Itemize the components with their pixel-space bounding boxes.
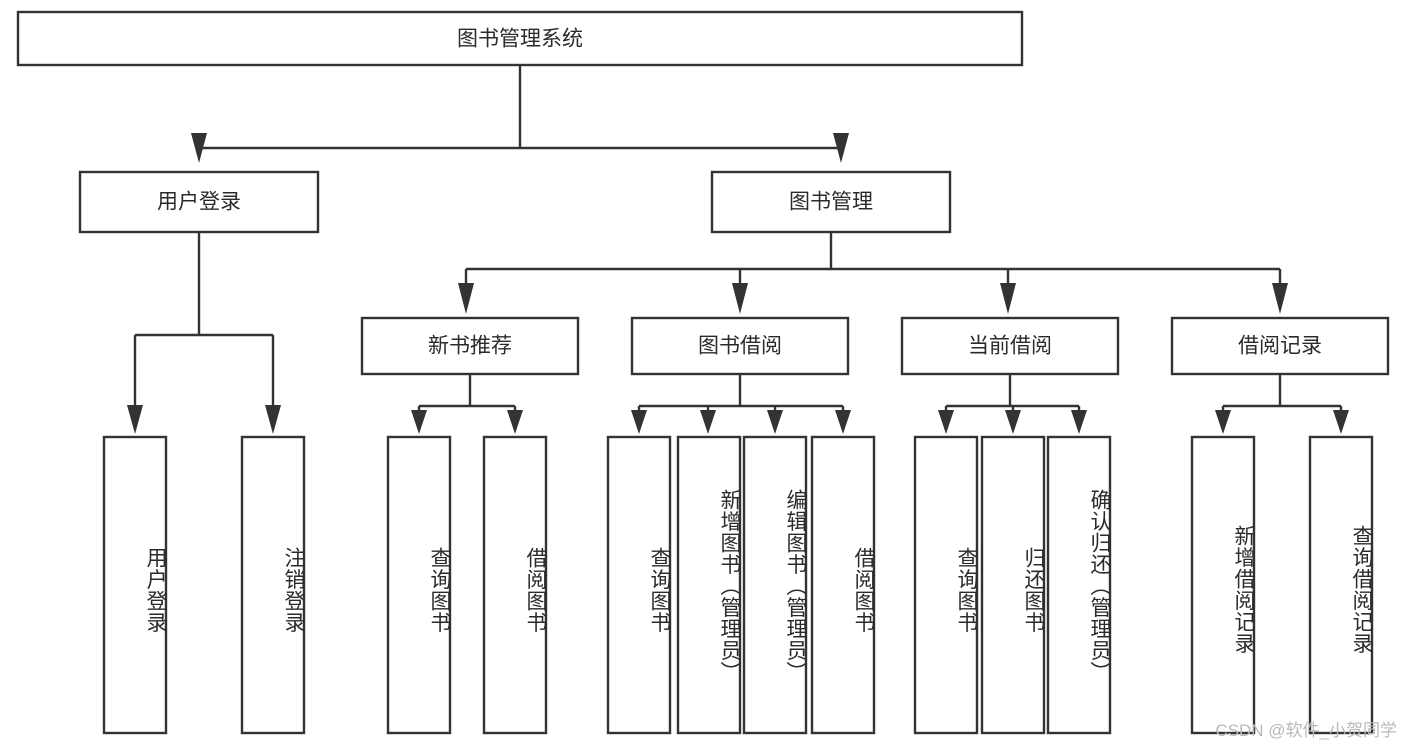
node-new-book-recommend-label: 新书推荐 — [428, 335, 512, 358]
node-book-borrow-label: 图书借阅 — [698, 335, 782, 358]
node-book-management[interactable] — [710, 170, 952, 234]
node-new-book-recommend[interactable] — [360, 316, 580, 376]
arrow-head-user-login — [191, 133, 207, 163]
leaf-edit-book-admin[interactable] — [742, 435, 808, 735]
connector-group-book-borrow — [631, 374, 851, 434]
node-book-management-label: 图书管理 — [789, 191, 873, 214]
arrow-head-book-mgmt — [833, 133, 849, 163]
leaf-borrow-book-2[interactable] — [810, 435, 876, 735]
connector-group-user-login — [127, 232, 281, 434]
connector-group-borrow-record — [1215, 374, 1349, 434]
leaf-add-borrow-record[interactable] — [1190, 435, 1256, 735]
node-book-borrow[interactable] — [630, 316, 850, 376]
arrow-head-leaf-query-record — [1333, 410, 1349, 434]
arrow-head-leaf-edit-book — [767, 410, 783, 434]
node-root-label: 图书管理系统 — [457, 28, 583, 51]
leaf-user-login[interactable] — [102, 435, 168, 735]
arrow-head-leaf-borrow-book-1 — [507, 410, 523, 434]
node-user-login-label: 用户登录 — [157, 191, 241, 214]
connector-group-root — [191, 65, 849, 163]
connector-group-new-book-rec — [411, 374, 523, 434]
leaf-return-book[interactable] — [980, 435, 1046, 735]
arrow-head-leaf-add-record — [1215, 410, 1231, 434]
arrow-head-new-book-rec — [458, 283, 474, 314]
arrow-head-book-borrow — [732, 283, 748, 314]
connector-group-book-mgmt — [458, 232, 1288, 314]
arrow-head-borrow-record — [1272, 283, 1288, 314]
node-borrow-record-label: 借阅记录 — [1238, 335, 1322, 358]
arrow-head-leaf-confirm-return — [1071, 410, 1087, 434]
node-current-borrow[interactable] — [900, 316, 1120, 376]
leaf-query-book-2[interactable] — [606, 435, 672, 735]
leaf-add-book-admin[interactable] — [676, 435, 742, 735]
leaf-query-borrow-record[interactable] — [1308, 435, 1374, 735]
arrow-head-leaf-return-book — [1005, 410, 1021, 434]
arrow-head-leaf-borrow-book-2 — [835, 410, 851, 434]
leaf-query-book-3[interactable] — [913, 435, 979, 735]
node-root[interactable] — [16, 10, 1024, 67]
arrow-head-leaf-query-book-1 — [411, 410, 427, 434]
arrow-head-leaf-logout — [265, 405, 281, 434]
arrow-head-leaf-add-book — [700, 410, 716, 434]
arrow-head-leaf-query-book-2 — [631, 410, 647, 434]
leaf-confirm-return-admin[interactable] — [1046, 435, 1112, 735]
arrow-head-leaf-query-book-3 — [938, 410, 954, 434]
leaf-logout[interactable] — [240, 435, 306, 735]
leaf-borrow-book-1[interactable] — [482, 435, 548, 735]
node-current-borrow-label: 当前借阅 — [968, 335, 1052, 358]
arrow-head-leaf-user-login — [127, 405, 143, 434]
arrow-head-current-borrow — [1000, 283, 1016, 314]
connector-group-current-borrow — [938, 374, 1087, 434]
leaf-query-book-1[interactable] — [386, 435, 452, 735]
node-user-login[interactable] — [78, 170, 320, 234]
node-borrow-record[interactable] — [1170, 316, 1390, 376]
